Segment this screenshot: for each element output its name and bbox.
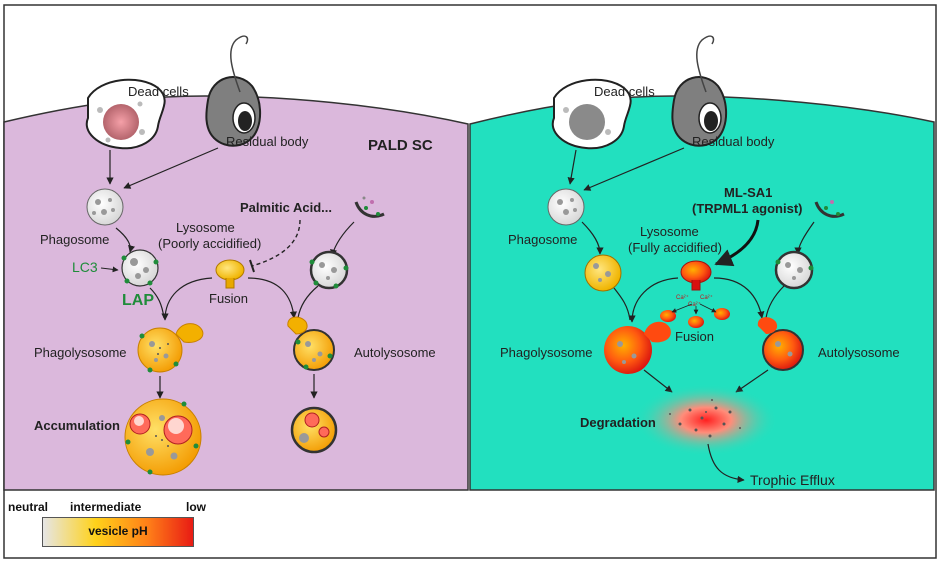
small-autolysosome-icon: [290, 406, 338, 454]
ph-gradient-bar: vesicle pH: [42, 517, 194, 547]
fusion-label-right: Fusion: [675, 329, 714, 344]
lap-vesicle-icon: [121, 249, 159, 287]
phagosome-label: Phagosome: [40, 232, 109, 247]
degradation-label: Degradation: [580, 415, 656, 430]
lysosome-state-label-right: (Fully accidified): [628, 240, 722, 255]
calcium-label-1: Ca²⁺: [676, 294, 689, 301]
autophagosome-icon: [309, 250, 349, 290]
lysosome-icon-right: [680, 260, 712, 291]
autolysosome-label-right: Autolysosome: [818, 345, 900, 360]
lysosome-icon: [215, 259, 245, 289]
degradation-cloud-icon: [634, 384, 778, 456]
lysosome-label-right: Lysosome: [640, 224, 699, 239]
phagosome-icon: [86, 188, 124, 226]
dead-cell-icon: [85, 78, 166, 150]
lc3-label: LC3: [72, 259, 98, 275]
calcium-label-3: Ca²⁺: [688, 301, 701, 308]
agonist-name-label: ML-SA1: [724, 185, 772, 200]
legend-intermediate: intermediate: [70, 500, 142, 514]
panel-title: PALD SC: [368, 137, 433, 154]
lap-label: LAP: [122, 292, 154, 309]
calcium-vesicles-icon: [660, 303, 730, 328]
calcium-label-2: Ca²⁺: [700, 294, 713, 301]
autophagosome-precursor-icon-right: [814, 200, 845, 218]
ph-legend: neutral intermediate low vesicle pH: [8, 500, 208, 550]
phagolysosome-icon-right: [604, 321, 671, 374]
palmitic-acid-label: Palmitic Acid...: [240, 200, 332, 215]
legend-bar-label: vesicle pH: [88, 524, 148, 538]
autolysosome-label: Autolysosome: [354, 345, 436, 360]
residual-body-icon: [205, 35, 262, 147]
residual-body-label: Residual body: [226, 134, 309, 149]
fusion-label: Fusion: [209, 291, 248, 306]
autophagosome-icon-right: [774, 250, 814, 290]
agonist-desc-label: (TRPML1 agonist): [692, 201, 803, 216]
phagolysosome-label-right: Phagolysosome: [500, 345, 593, 360]
residual-body-label-right: Residual body: [692, 134, 775, 149]
accumulation-label: Accumulation: [34, 418, 120, 433]
acidified-phagosome-icon: [584, 254, 622, 292]
legend-low: low: [186, 500, 206, 514]
legend-neutral: neutral: [8, 500, 49, 514]
autolysosome-icon: [287, 316, 335, 371]
lysosome-label: Lysosome: [176, 220, 235, 235]
phagolysosome-label: Phagolysosome: [34, 345, 127, 360]
accumulation-vesicle-icon: [124, 398, 202, 476]
dead-cells-label: Dead cells: [128, 84, 189, 99]
phagosome-label-right: Phagosome: [508, 232, 577, 247]
dead-cells-label-right: Dead cells: [594, 84, 655, 99]
dead-cell-icon-right: [551, 78, 632, 150]
phagolysosome-icon: [137, 323, 204, 373]
phagosome-icon-right: [547, 188, 585, 226]
efflux-label: Trophic Efflux: [750, 472, 835, 488]
lysosome-state-label: (Poorly accidified): [158, 236, 261, 251]
autolysosome-icon-right: [757, 317, 804, 371]
residual-body-icon-right: [671, 35, 728, 147]
autophagosome-precursor-icon: [354, 196, 385, 218]
